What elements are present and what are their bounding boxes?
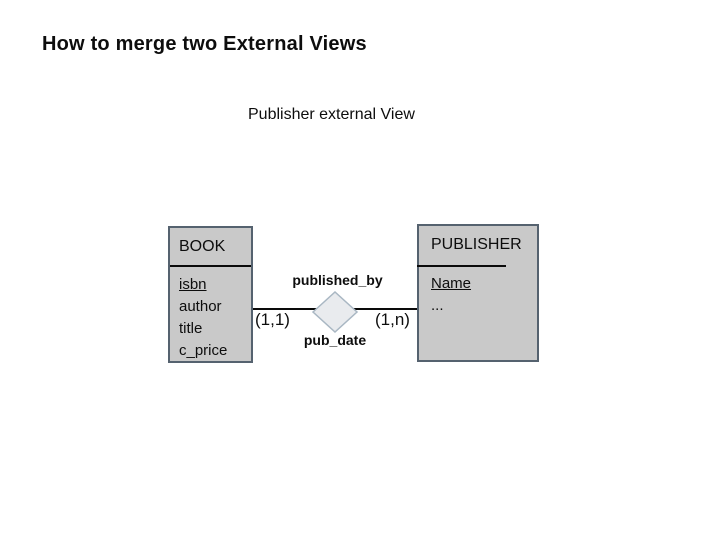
entity-publisher-divider [417, 265, 506, 267]
attr-author: author [179, 298, 222, 315]
relationship-name: published_by [292, 272, 383, 288]
cardinality-publisher: (1,n) [375, 310, 410, 329]
entity-book-name: BOOK [170, 228, 251, 267]
cardinality-book: (1,1) [255, 310, 290, 329]
slide-title: How to merge two External Views [42, 33, 367, 55]
slide-subtitle: Publisher external View [248, 106, 415, 123]
attr-c-price: c_price [179, 342, 228, 359]
attr-ellipsis: ... [431, 297, 444, 314]
relationship-diamond [311, 290, 359, 334]
attr-isbn: isbn [179, 276, 207, 293]
attr-name: Name [431, 275, 472, 292]
attr-title: title [179, 320, 203, 337]
entity-publisher-name: PUBLISHER [431, 236, 522, 253]
entity-publisher-attributes: Name ... [419, 264, 537, 317]
entity-book-attributes: isbn author title c_price [170, 267, 251, 362]
relationship-attribute: pub_date [303, 332, 367, 348]
entity-book: BOOK isbn author title c_price [168, 226, 253, 363]
entity-publisher: PUBLISHER Name ... [417, 224, 539, 362]
